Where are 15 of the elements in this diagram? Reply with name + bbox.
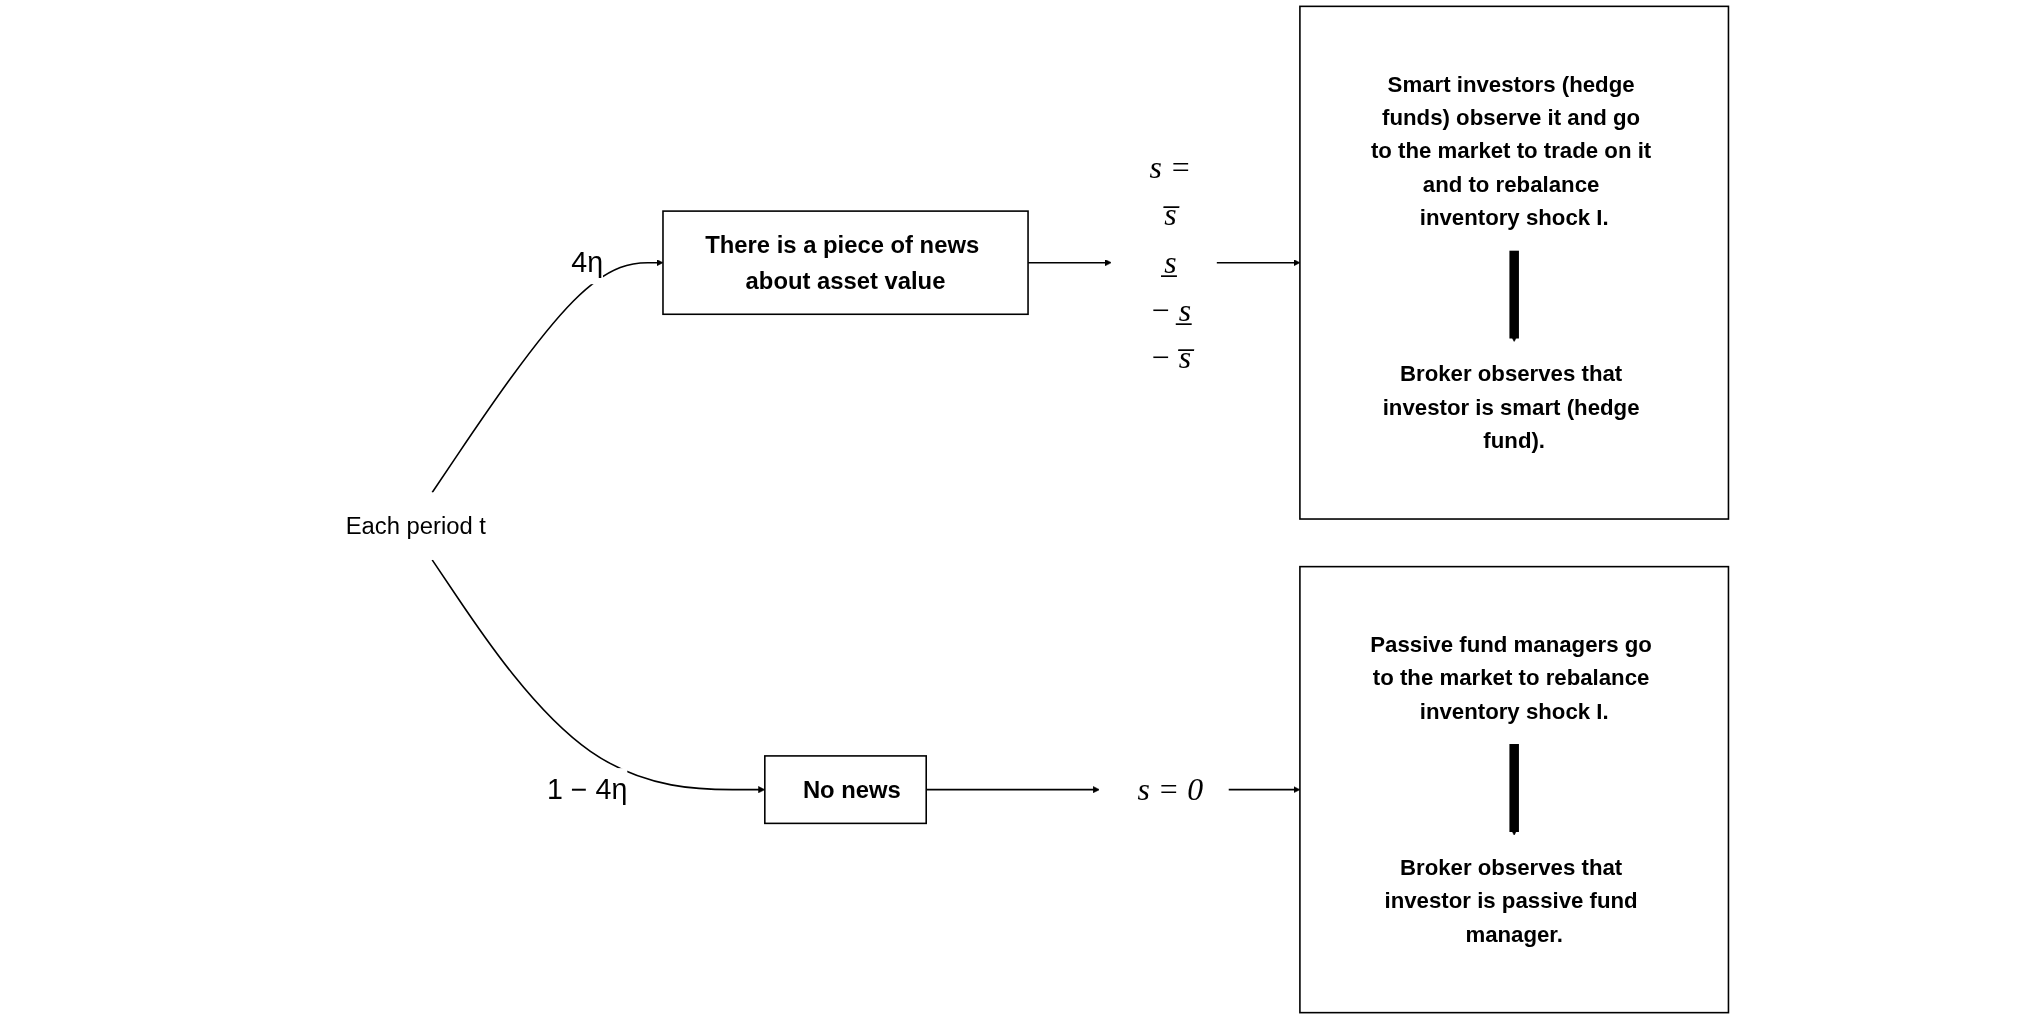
cluster [1299, 5, 1730, 520]
node-box: No news [764, 755, 927, 825]
arrow [1509, 744, 1519, 836]
cluster [1299, 565, 1730, 1014]
node-text: Passive fund managers go to the market to rebalance inventory shock I. [1370, 632, 1652, 724]
edge-label: 4η [571, 246, 604, 279]
node-text: s = 0 [1137, 771, 1204, 808]
node-text: s = s̅ s̲ − s̲ − s̅ [1149, 149, 1192, 376]
node-text: Smart investors (hedge funds) observe it and go to the market to trade on it and to rebalance inventory shock I. [1370, 71, 1652, 230]
node-text: Each period t [345, 513, 486, 540]
node-box: There is a piece of news about asset value [662, 210, 1029, 316]
arrow [1509, 250, 1519, 342]
node-text: Broker observes that investor is passive fund manager. [1384, 855, 1638, 947]
edge-label: 1 − 4η [547, 772, 628, 806]
node-text: Broker observes that investor is smart (hedge fund). [1382, 361, 1640, 453]
